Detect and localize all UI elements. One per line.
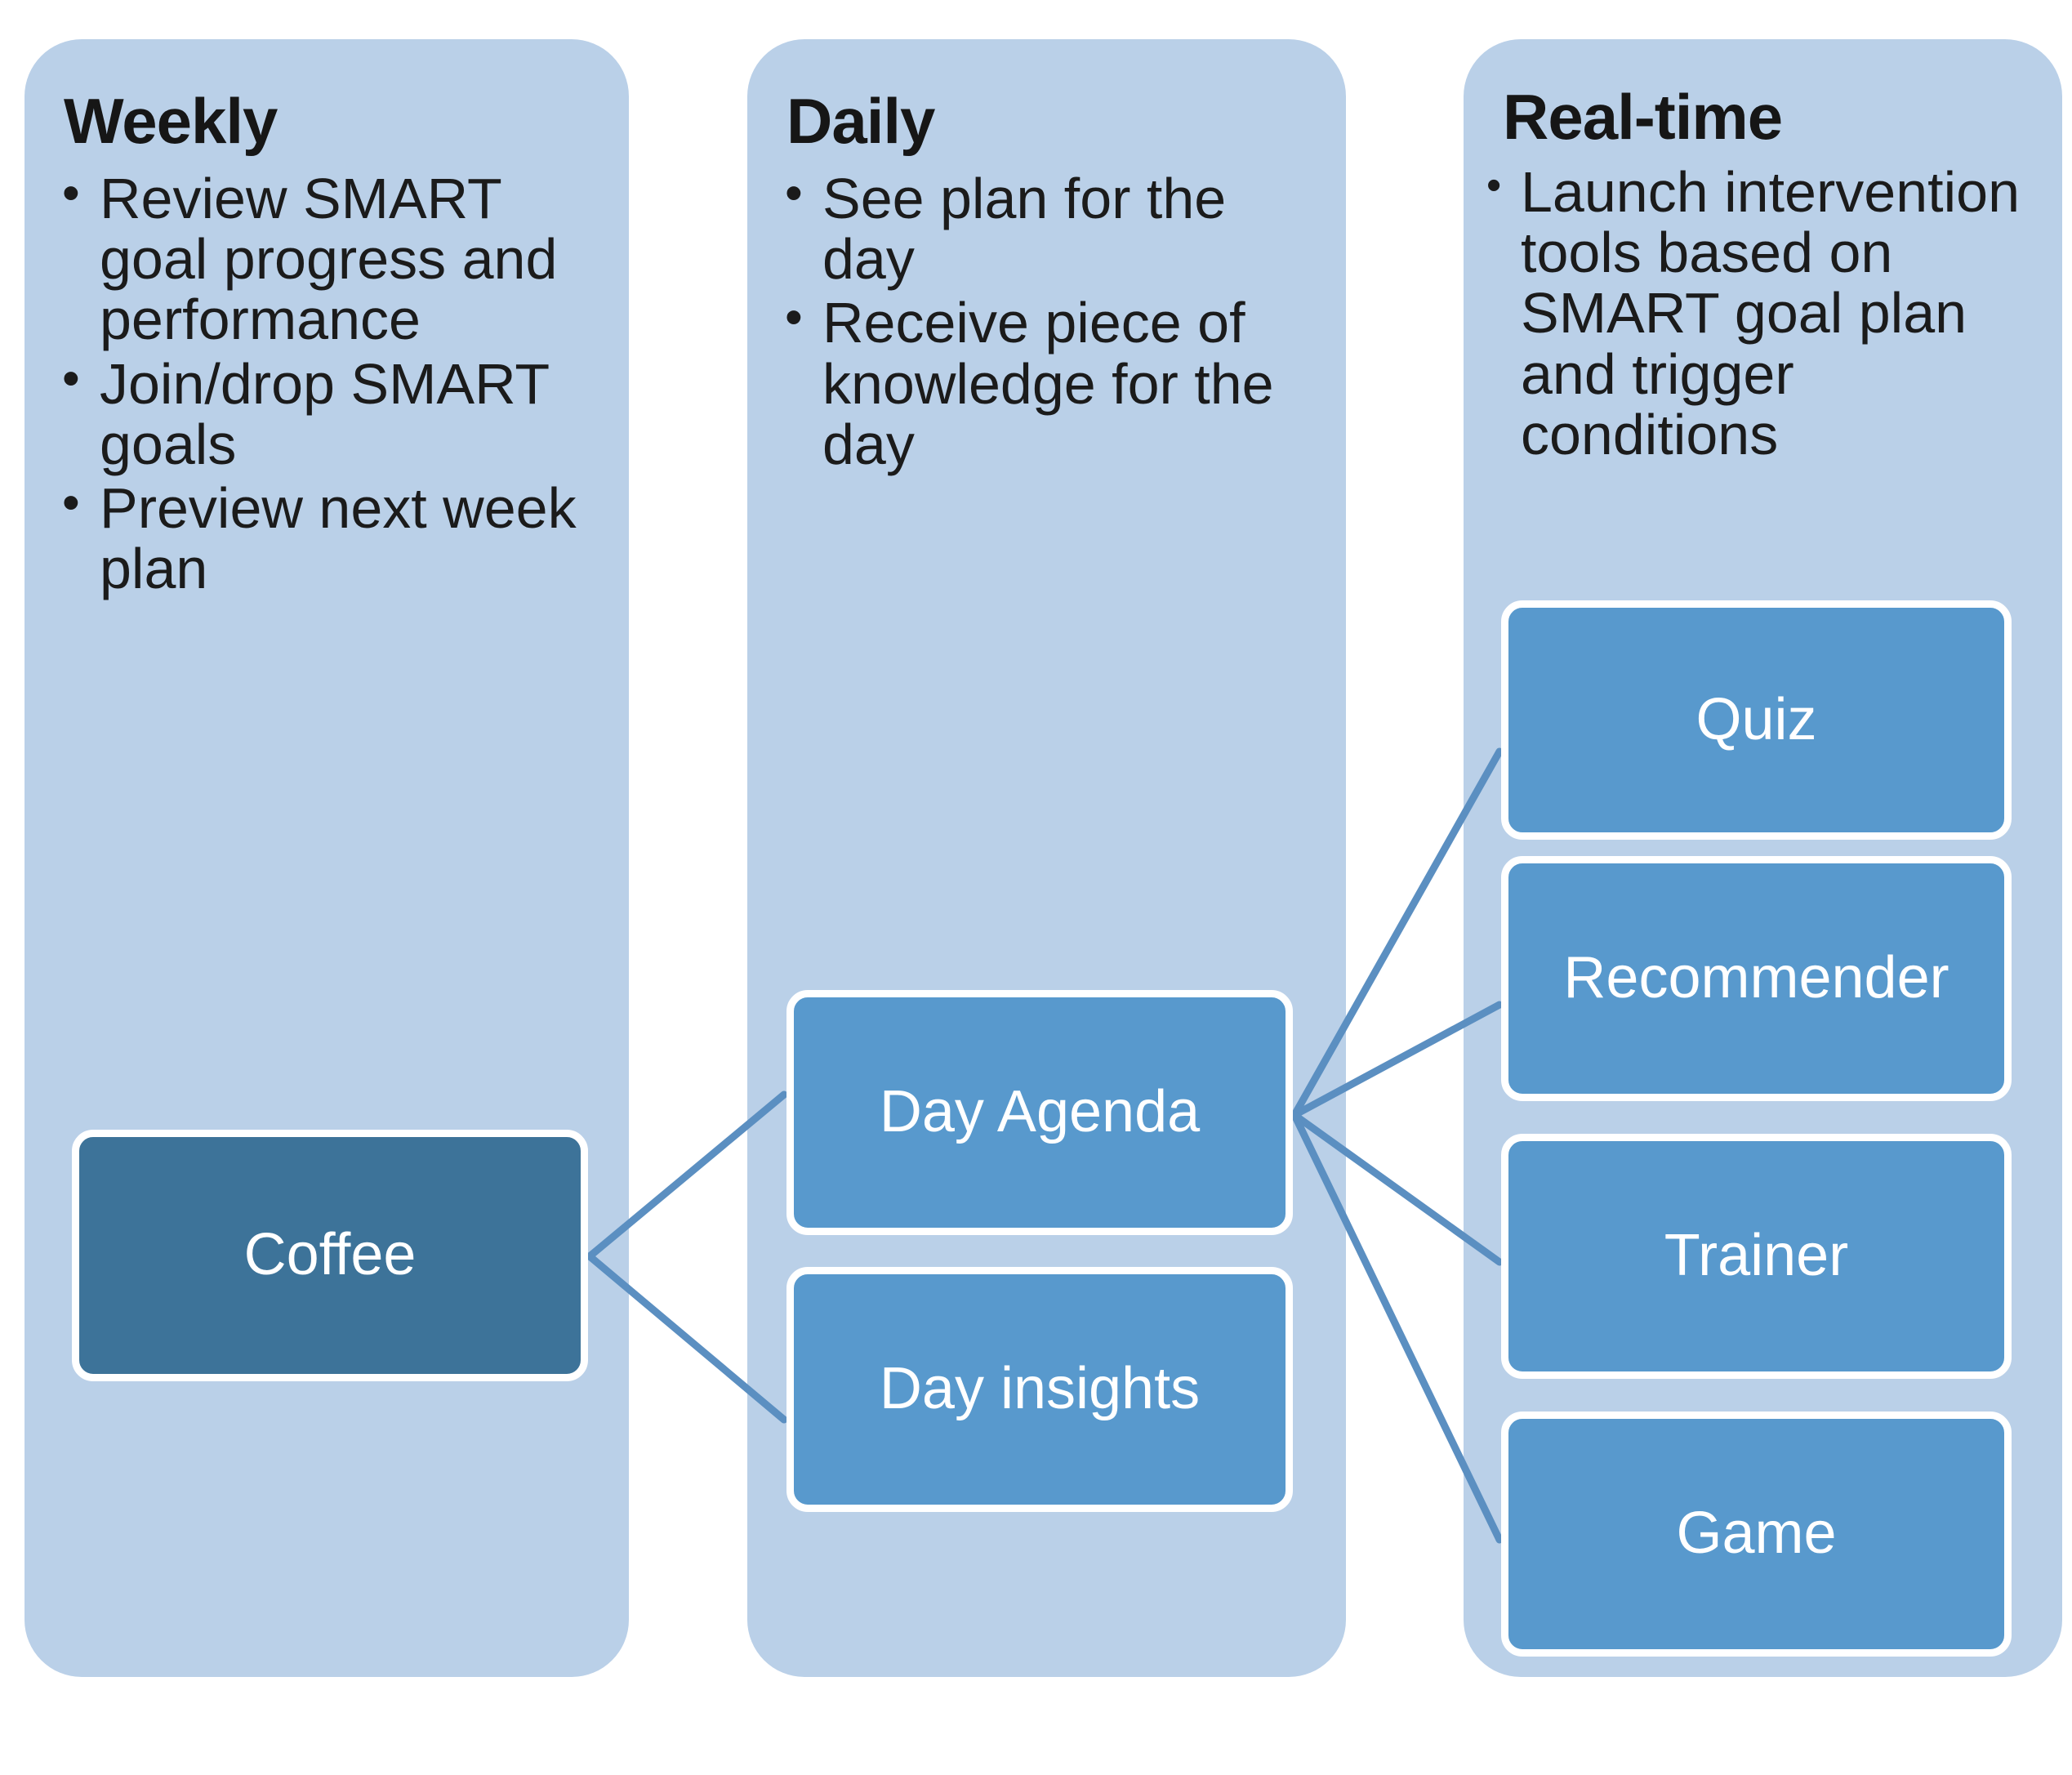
list-item: Join/drop SMART goals — [54, 352, 593, 475]
node-coffee[interactable]: Coffee — [72, 1130, 588, 1381]
panel-daily-title: Daily — [786, 85, 935, 157]
node-day-agenda[interactable]: Day Agenda — [786, 990, 1293, 1235]
panel-weekly: Weekly Review SMART goal progress and pe… — [25, 39, 629, 1677]
panel-weekly-title: Weekly — [64, 85, 278, 157]
panel-weekly-bullet-list: Review SMART goal progress and performan… — [54, 167, 593, 602]
node-game[interactable]: Game — [1501, 1412, 2012, 1657]
list-item: See plan for the day — [777, 167, 1299, 289]
node-recommender[interactable]: Recommender — [1501, 856, 2012, 1101]
panel-daily-bullet-list: See plan for the day Receive piece of kn… — [777, 167, 1299, 478]
list-item: Review SMART goal progress and performan… — [54, 167, 593, 350]
node-trainer[interactable]: Trainer — [1501, 1134, 2012, 1379]
list-item: Preview next week plan — [54, 476, 593, 599]
list-item: Receive piece of knowledge for the day — [777, 291, 1299, 475]
panel-realtime-title: Real-time — [1503, 81, 1783, 153]
list-item: Launch intervention tools based on SMART… — [1482, 162, 2053, 465]
panel-realtime-bullet-list: Launch intervention tools based on SMART… — [1482, 162, 2053, 468]
node-quiz[interactable]: Quiz — [1501, 600, 2012, 840]
node-day-insights[interactable]: Day insights — [786, 1267, 1293, 1512]
